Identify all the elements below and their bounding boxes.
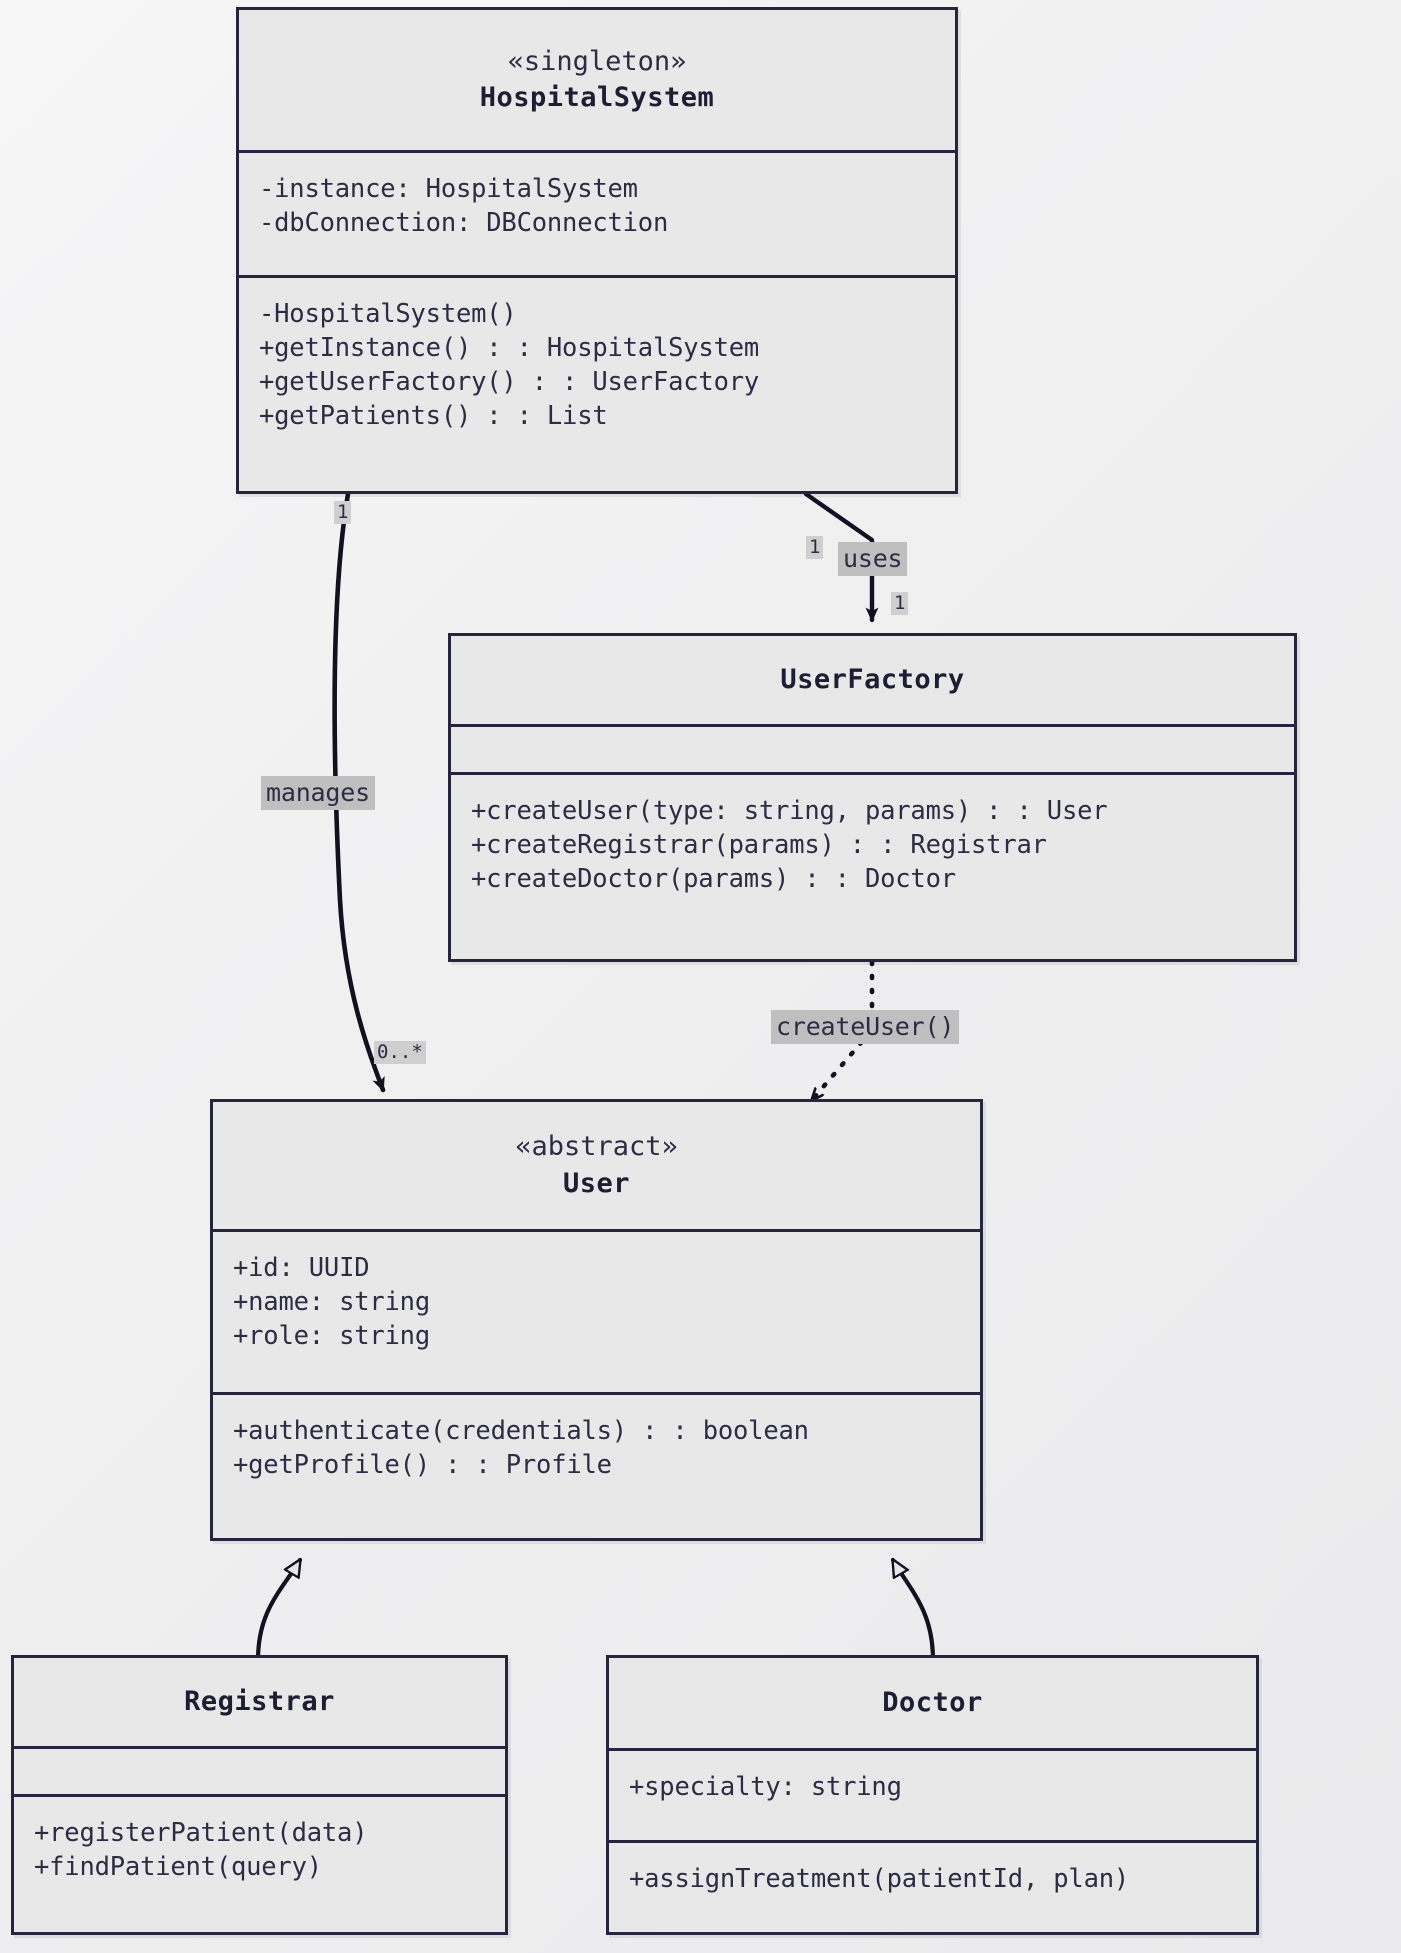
class-stereotype-hospital-system: «singleton» [507,45,687,77]
class-attribute: +specialty: string [629,1772,902,1802]
class-methods-user-factory: +createUser(type: string, params) : : Us… [451,772,1294,962]
class-stereotype-user: «abstract» [515,1131,678,1163]
class-box-doctor[interactable]: Doctor +specialty: string +assignTreatme… [606,1655,1259,1935]
multiplicity-uses-target: 1 [891,592,909,615]
class-attributes-hospital-system: -instance: HospitalSystem -dbConnection:… [239,150,955,275]
class-methods-hospital-system: -HospitalSystem() +getInstance() : : Hos… [239,275,955,494]
class-header-doctor: Doctor [609,1658,1256,1748]
class-attributes-user-factory [451,724,1294,772]
edge-label-create-user: createUser() [771,1010,960,1044]
class-method: +findPatient(query) [34,1851,322,1882]
class-name-user-factory: UserFactory [780,663,965,695]
class-method: -HospitalSystem() [259,299,517,329]
class-box-registrar[interactable]: Registrar +registerPatient(data) +findPa… [11,1655,508,1935]
class-attribute: -dbConnection: DBConnection [259,207,669,238]
class-method: +createRegistrar(params) : : Registrar [471,829,1047,860]
class-method: +createDoctor(params) : : Doctor [471,863,956,894]
connector-doctor-generalization [890,1557,936,1663]
class-header-hospital-system: «singleton» HospitalSystem [239,10,955,150]
class-attribute: -instance: HospitalSystem [259,174,638,204]
multiplicity-manages-source: 1 [334,501,352,524]
class-box-hospital-system[interactable]: «singleton» HospitalSystem -instance: Ho… [236,7,958,494]
class-header-user-factory: UserFactory [451,636,1294,724]
class-method: +getProfile() : : Profile [233,1449,612,1480]
class-name-user: User [562,1167,631,1199]
class-box-user-factory[interactable]: UserFactory +createUser(type: string, pa… [448,633,1297,962]
class-method: +getPatients() : : List [259,400,608,431]
edge-label-uses: uses [838,542,908,576]
class-box-user[interactable]: «abstract» User +id: UUID +name: string … [210,1099,983,1541]
class-methods-registrar: +registerPatient(data) +findPatient(quer… [14,1794,505,1935]
class-header-registrar: Registrar [14,1658,505,1746]
class-method: +createUser(type: string, params) : : Us… [471,796,1108,826]
connector-uses [803,491,879,623]
class-methods-doctor: +assignTreatment(patientId, plan) [609,1840,1256,1935]
class-attributes-registrar [14,1746,505,1794]
class-method: +assignTreatment(patientId, plan) [629,1864,1130,1894]
class-method: +getUserFactory() : : UserFactory [259,366,760,397]
class-header-user: «abstract» User [213,1102,980,1229]
multiplicity-uses-source: 1 [806,536,824,559]
connector-registrar-generalization [255,1557,303,1663]
class-methods-user: +authenticate(credentials) : : boolean +… [213,1392,980,1544]
class-name-registrar: Registrar [184,1685,335,1717]
class-name-hospital-system: HospitalSystem [479,82,715,113]
class-attribute: +role: string [233,1320,430,1351]
class-name-doctor: Doctor [882,1686,983,1718]
class-attribute: +name: string [233,1286,430,1317]
class-attributes-user: +id: UUID +name: string +role: string [213,1229,980,1392]
edge-label-manages: manages [261,776,375,810]
class-method: +getInstance() : : HospitalSystem [259,332,760,363]
class-attribute: +id: UUID [233,1253,370,1283]
multiplicity-manages-target: 0..* [374,1041,426,1064]
connector-manages [332,491,386,1093]
class-attributes-doctor: +specialty: string [609,1748,1256,1840]
class-method: +authenticate(credentials) : : boolean [233,1416,809,1446]
class-method: +registerPatient(data) [34,1818,368,1848]
